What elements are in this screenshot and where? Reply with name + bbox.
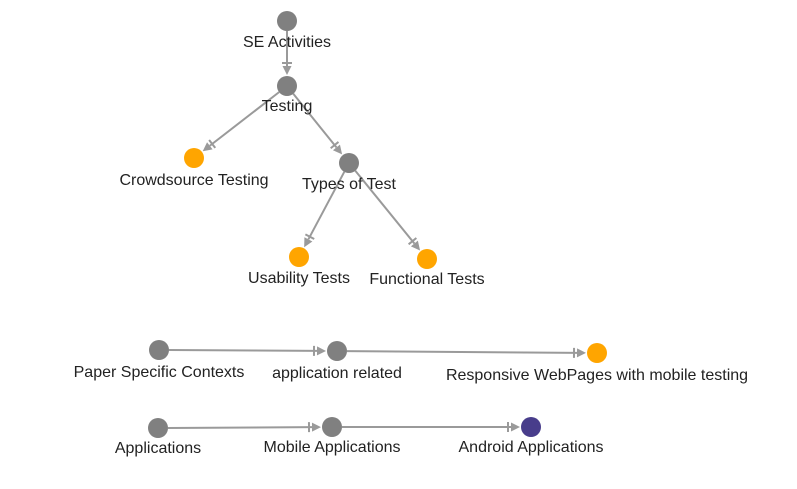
edge-line: [167, 426, 313, 429]
node-paper-specific-contexts[interactable]: [149, 340, 169, 360]
node-label-android-applications: Android Applications: [459, 439, 604, 456]
node-label-applications: Applications: [115, 440, 201, 457]
edge-types-of-test-to-usability-tests: [304, 171, 346, 248]
node-label-mobile-applications: Mobile Applications: [264, 439, 401, 456]
arrow-head-icon: [576, 348, 587, 358]
edge-line: [354, 170, 416, 245]
arrow-head-icon: [304, 237, 313, 248]
node-usability-tests[interactable]: [289, 247, 309, 267]
edge-testing-to-crowdsource-testing: [202, 91, 280, 152]
edge-line: [292, 93, 338, 149]
edge-paper-specific-contexts-to-application-related: [168, 345, 327, 356]
node-label-functional-tests: Functional Tests: [369, 271, 484, 288]
node-types-of-test[interactable]: [339, 153, 359, 173]
node-application-related[interactable]: [327, 341, 347, 361]
edge-applications-to-mobile-applications: [167, 422, 322, 433]
edge-types-of-test-to-functional-tests: [354, 170, 421, 251]
arrow-head-icon: [316, 346, 327, 356]
arrow-head-icon: [282, 66, 292, 75]
edge-tick: [304, 233, 315, 240]
node-label-types-of-test: Types of Test: [302, 176, 397, 193]
arrow-head-icon: [311, 422, 322, 432]
edge-tick: [208, 139, 217, 149]
node-label-crowdsource-testing: Crowdsource Testing: [119, 172, 268, 189]
edge-line: [209, 91, 280, 147]
node-label-se-activities: SE Activities: [243, 34, 331, 51]
arrow-head-icon: [332, 144, 343, 155]
arrow-head-icon: [410, 240, 421, 251]
node-mobile-applications[interactable]: [322, 417, 342, 437]
edge-application-related-to-responsive-webpages: [346, 347, 587, 358]
edge-line: [168, 349, 318, 352]
node-testing[interactable]: [277, 76, 297, 96]
edge-se-activities-to-testing: [282, 31, 292, 75]
edge-tick: [407, 237, 418, 246]
node-label-testing: Testing: [262, 98, 313, 115]
edge-mobile-applications-to-android-applications: [342, 422, 520, 432]
node-android-applications[interactable]: [521, 417, 541, 437]
node-label-paper-specific-contexts: Paper Specific Contexts: [74, 364, 245, 381]
arrow-head-icon: [511, 422, 520, 432]
node-applications[interactable]: [148, 418, 168, 438]
edge-tick: [330, 141, 340, 150]
node-crowdsource-testing[interactable]: [184, 148, 204, 168]
node-se-activities[interactable]: [277, 11, 297, 31]
node-functional-tests[interactable]: [417, 249, 437, 269]
edges-layer: [167, 31, 587, 433]
edge-line: [346, 350, 578, 354]
node-label-usability-tests: Usability Tests: [248, 270, 350, 287]
nodes-layer: [148, 11, 607, 438]
node-responsive-webpages[interactable]: [587, 343, 607, 363]
edge-testing-to-types-of-test: [292, 93, 343, 155]
node-label-responsive-webpages: Responsive WebPages with mobile testing: [446, 367, 748, 384]
arrow-head-icon: [202, 142, 213, 152]
edge-line: [307, 171, 346, 240]
node-label-application-related: application related: [272, 365, 402, 382]
